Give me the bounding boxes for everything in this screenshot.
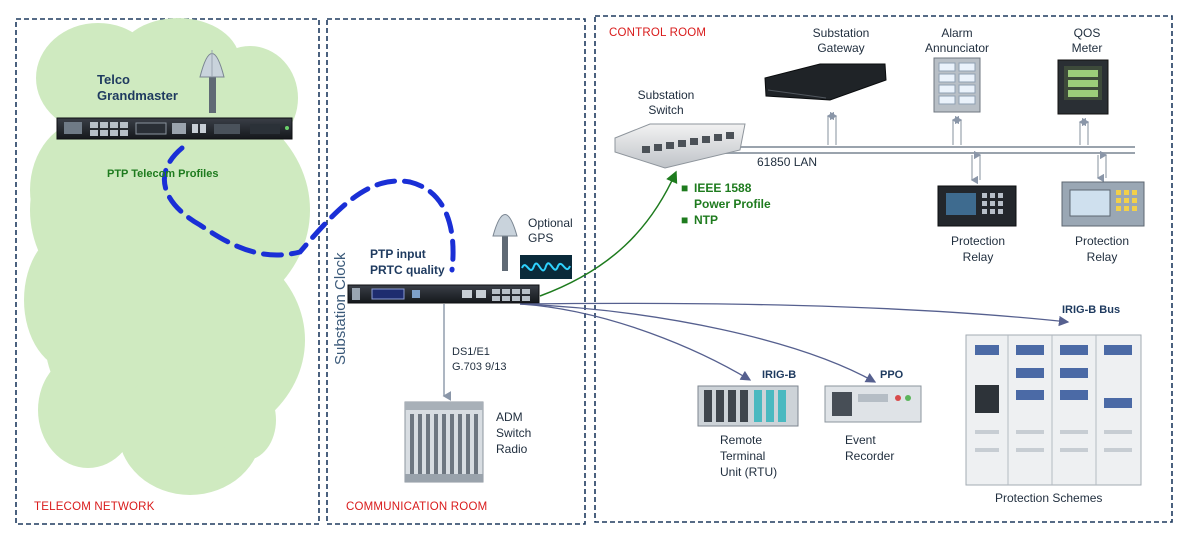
qos-meter-device (1057, 59, 1109, 115)
substation-gateway-device (764, 63, 887, 101)
lan-label: 61850 LAN (757, 155, 818, 169)
relay1-label-line2: Relay (962, 250, 994, 264)
alarm-annunciator-device (933, 57, 981, 113)
ptp-telecom-link (161, 145, 456, 273)
event-recorder-device (824, 385, 922, 423)
irigb-label: IRIG-B (762, 369, 797, 381)
telco-grandmaster-device (56, 117, 293, 140)
adm-label-line2: Switch (496, 426, 532, 440)
adm-switch-radio-device (404, 401, 484, 483)
lan-bus (715, 146, 1135, 154)
telecom-network-room (15, 18, 320, 525)
ntp-bullet: ■ (681, 213, 689, 227)
ds1-label-line1: DS1/E1 (452, 346, 490, 358)
gps-label-line1: Optional (528, 216, 573, 230)
ppo-label: PPO (880, 369, 904, 381)
rtu-label-line1: Remote (720, 433, 763, 447)
grandmaster-label-line1: Telco (97, 72, 130, 87)
adm-label-line1: ADM (496, 410, 523, 424)
gps-label-line2: GPS (528, 231, 554, 245)
substation-clock-device (347, 284, 540, 304)
alarm-label-line1: Alarm (941, 26, 973, 40)
ptp-power-profile-link (539, 170, 678, 297)
substation-clock-label: Substation Clock (332, 252, 349, 365)
ieee-bullet-1: ■ (681, 181, 689, 195)
event-label-line2: Recorder (845, 449, 895, 463)
ieee-label-line1: IEEE 1588 (694, 181, 752, 195)
rtu-device (697, 385, 799, 427)
protection-relay-1-device (937, 185, 1017, 227)
irigb-bus-link (519, 302, 1070, 327)
room-label-communication: COMMUNICATION ROOM (346, 501, 488, 513)
gps-antenna-icon (492, 214, 518, 271)
protection-relay-2-device (1061, 181, 1145, 227)
ptp-input-line2: PRTC quality (370, 263, 445, 277)
substation-switch-device (614, 123, 746, 169)
ieee-label-line2: Power Profile (694, 197, 771, 211)
irigb-bus-label: IRIG-B Bus (1062, 304, 1121, 316)
schemes-label: Protection Schemes (995, 491, 1103, 505)
switch-label-line1: Substation (637, 88, 695, 102)
grandmaster-label-line2: Grandmaster (97, 88, 178, 103)
relay1-label-line1: Protection (950, 234, 1006, 248)
adm-label-line3: Radio (496, 442, 528, 456)
gateway-label-line1: Substation (812, 26, 870, 40)
alarm-label-line2: Annunciator (924, 41, 990, 55)
relay2-label-line1: Protection (1074, 234, 1130, 248)
protection-schemes-cabinets (965, 334, 1142, 486)
event-label-line1: Event (845, 433, 876, 447)
relay2-label-line2: Relay (1086, 250, 1118, 264)
ppo-link-event (519, 303, 877, 383)
communication-room (326, 18, 586, 525)
gateway-label-line2: Gateway (817, 41, 865, 55)
room-label-control: CONTROL ROOM (609, 27, 707, 39)
switch-label-line2: Switch (648, 103, 684, 117)
ptp-profiles-label: PTP Telecom Profiles (107, 168, 219, 180)
gps-signal-icon (520, 255, 572, 279)
irigb-link-rtu (519, 303, 752, 381)
rtu-label-line3: Unit (RTU) (720, 465, 778, 479)
room-label-telecom: TELECOM NETWORK (34, 501, 155, 513)
qos-label-line1: QOS (1073, 26, 1101, 40)
rtu-label-line2: Terminal (720, 449, 766, 463)
ptp-input-line1: PTP input (370, 247, 426, 261)
ds1-label-line2: G.703 9/13 (452, 361, 507, 373)
telco-antenna-icon (199, 50, 225, 113)
qos-label-line2: Meter (1071, 41, 1103, 55)
ntp-label: NTP (694, 213, 718, 227)
